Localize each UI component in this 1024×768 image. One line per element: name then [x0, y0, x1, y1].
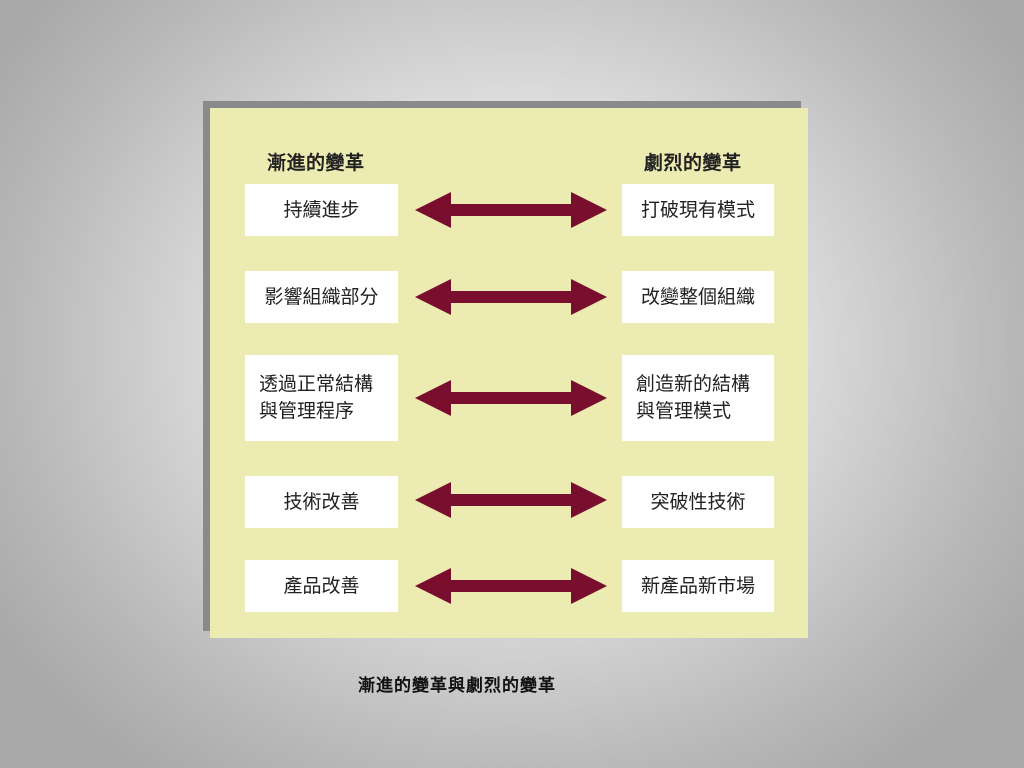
- incremental-item-label: 技術改善: [283, 490, 360, 513]
- radical-item-4: 突破性技術: [622, 476, 774, 528]
- radical-item-2: 改變整個組織: [622, 271, 774, 323]
- diagram-panel: 漸進的變革 劇烈的變革 持續進步 打破現有模式 影響組織部分 改變整個組織 透過…: [210, 108, 808, 638]
- incremental-item-label: 透過正常結構 與管理程序: [259, 373, 374, 422]
- incremental-item-label: 產品改善: [283, 574, 360, 597]
- radical-item-label: 改變整個組織: [640, 285, 755, 308]
- radical-item-label: 創造新的結構 與管理模式: [636, 373, 751, 422]
- double-arrow: [415, 482, 607, 518]
- double-arrow: [415, 380, 607, 416]
- incremental-item-1: 持續進步: [245, 184, 398, 236]
- incremental-item-2: 影響組織部分: [245, 271, 398, 323]
- right-column-heading: 劇烈的變革: [644, 152, 742, 174]
- double-arrow: [415, 192, 607, 228]
- radical-item-1: 打破現有模式: [622, 184, 774, 236]
- radical-item-label: 打破現有模式: [640, 198, 755, 221]
- double-arrow: [415, 568, 607, 604]
- radical-item-label: 新產品新市場: [640, 574, 755, 597]
- radical-item-3: 創造新的結構 與管理模式: [622, 355, 774, 441]
- radical-item-5: 新產品新市場: [622, 560, 774, 612]
- radical-item-label: 突破性技術: [650, 490, 746, 513]
- incremental-item-label: 持續進步: [283, 198, 360, 221]
- left-column-heading: 漸進的變革: [267, 152, 365, 174]
- incremental-item-3: 透過正常結構 與管理程序: [245, 355, 398, 441]
- incremental-item-label: 影響組織部分: [264, 285, 379, 308]
- double-arrow: [415, 279, 607, 315]
- incremental-item-5: 產品改善: [245, 560, 398, 612]
- figure-caption: 漸進的變革與劇烈的變革: [358, 676, 556, 696]
- incremental-item-4: 技術改善: [245, 476, 398, 528]
